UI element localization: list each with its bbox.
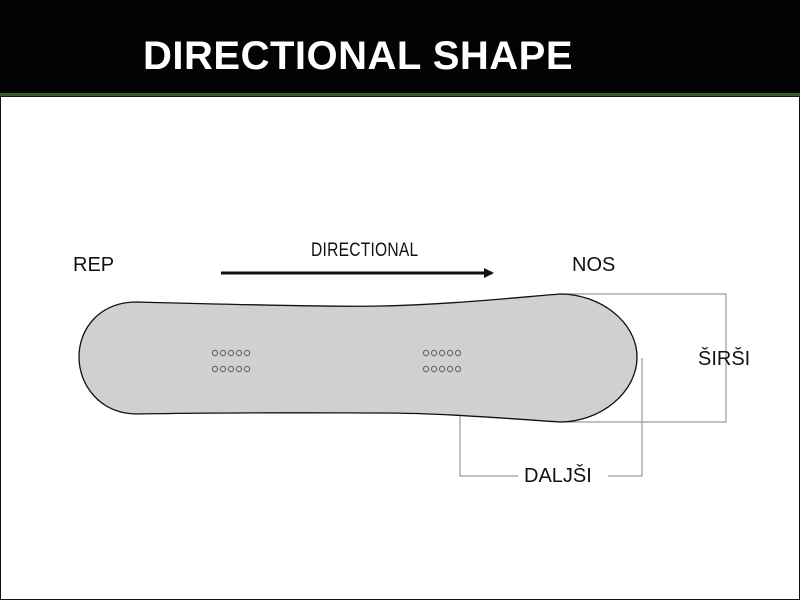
longer-label: DALJŠI <box>524 465 592 487</box>
page-title: DIRECTIONAL SHAPE <box>143 34 574 78</box>
width-guide <box>560 293 727 423</box>
nose-label: NOS <box>572 254 616 276</box>
rear-binding-inserts <box>211 349 251 373</box>
wider-label: ŠIRŠI <box>698 348 751 370</box>
length-guide-right <box>608 358 643 477</box>
snowboard-outline <box>78 293 638 423</box>
front-binding-inserts <box>422 349 462 373</box>
tail-label: REP <box>73 254 115 276</box>
header-bar: DIRECTIONAL SHAPE <box>0 0 800 96</box>
direction-label: DIRECTIONAL <box>311 240 419 261</box>
